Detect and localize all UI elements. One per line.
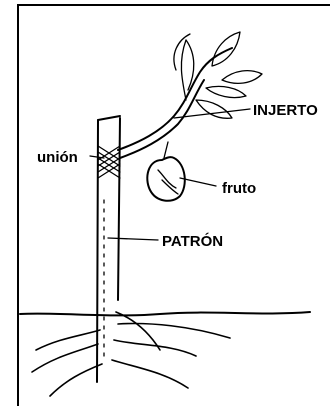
injerto-label: INJERTO xyxy=(253,102,318,119)
patron-leader xyxy=(108,238,158,240)
fruto-label: fruto xyxy=(222,180,256,197)
union-label: unión xyxy=(37,149,78,166)
fruit-drawing xyxy=(147,142,185,201)
scion-branch xyxy=(118,32,262,158)
rootstock-trunk xyxy=(97,116,120,382)
roots xyxy=(32,312,230,396)
patron-label: PATRÓN xyxy=(162,232,223,250)
graft-union xyxy=(98,146,120,178)
ground-line xyxy=(20,312,310,315)
